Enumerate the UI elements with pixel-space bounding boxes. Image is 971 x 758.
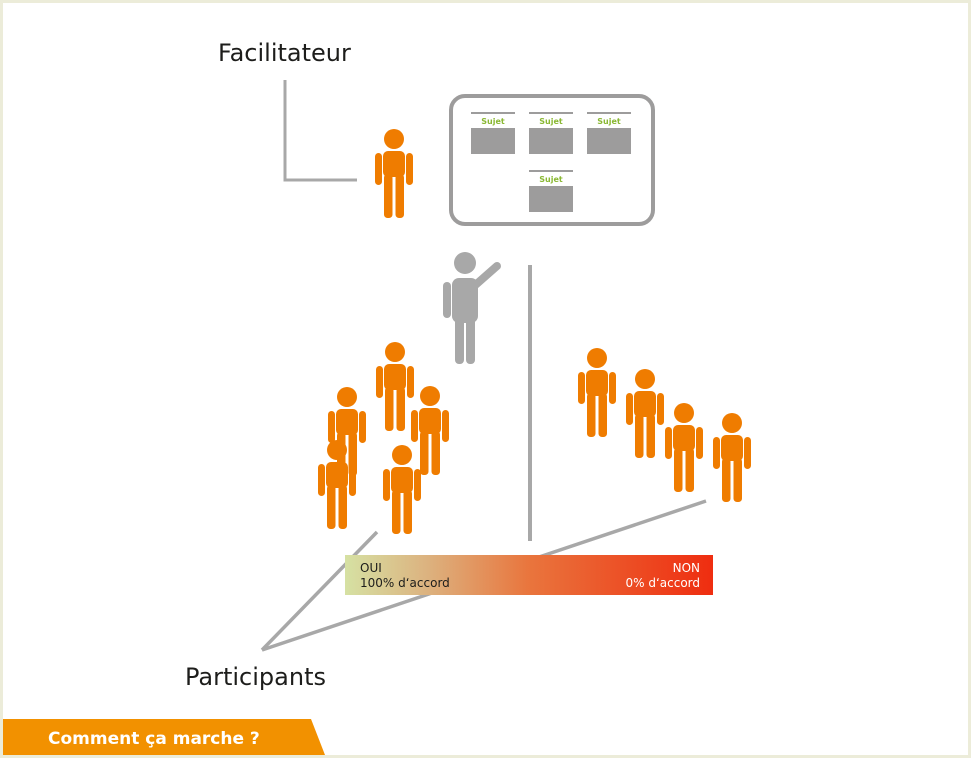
topic-card: Sujet [529,112,573,154]
scale-right-value: 0% d‘accord [625,576,700,590]
topic-card-label: Sujet [597,117,621,126]
how-it-works-tab[interactable]: Comment ça marche ? [3,719,325,755]
how-it-works-tab-label: Comment ça marche ? [48,729,260,749]
topic-card-label: Sujet [539,175,563,184]
participant-person-icon [376,342,414,431]
scale-left-title: OUI [360,561,382,575]
agreement-scale: OUI 100% d‘accord NON 0% d‘accord [345,555,713,595]
participant-person-icon [383,445,421,534]
participant-person-icon [713,413,751,502]
topic-card: Sujet [587,112,631,154]
participant-person-icon [665,403,703,492]
topic-card-label: Sujet [481,117,505,126]
scale-right-title: NON [673,561,700,575]
facilitator-label: Facilitateur [218,39,351,67]
participant-person-icon [578,348,616,437]
presenter-person-icon [443,252,501,364]
facilitator-person-icon [375,129,413,218]
participants-label: Participants [185,663,326,691]
topic-card: Sujet [529,170,573,212]
participant-person-icon [626,369,664,458]
facilitator-connector-line [283,80,357,182]
participant-group-left [318,342,449,534]
topic-card-label: Sujet [539,117,563,126]
scale-left-value: 100% d‘accord [360,576,450,590]
participant-group-right [578,348,751,502]
topic-card: Sujet [471,112,515,154]
agreement-gradient-bar [345,555,713,595]
participant-person-icon [411,386,449,475]
